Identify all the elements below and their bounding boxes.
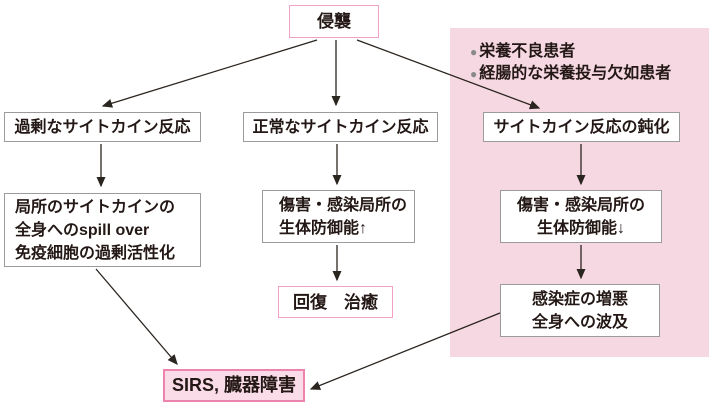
infection-worsening-box: 感染症の増悪 全身への波及 [500, 284, 660, 337]
arrow-root-to-left [101, 39, 318, 108]
box-line: 局所のサイトカインの [15, 198, 176, 216]
bullet-icon: ● [470, 67, 478, 81]
note-item: ● 栄養不良患者 [470, 41, 671, 63]
box-line: 傷害・感染局所の [279, 196, 408, 214]
box-line: 感染症の増悪 [531, 290, 628, 308]
box-line: 生体防御能↑ [279, 219, 368, 237]
arrow-left2-to-final [95, 268, 178, 365]
defense-down-box: 傷害・感染局所の 生体防御能↓ [500, 190, 662, 243]
box-label: サイトカイン反応の鈍化 [493, 118, 670, 136]
note-text: 経腸的な栄養投与欠如患者 [479, 65, 672, 82]
box-label: 回復 治癒 [293, 292, 378, 312]
box-line: 全身への波及 [531, 313, 628, 331]
note-text: 栄養不良患者 [479, 43, 576, 60]
normal-cytokine-box: 正常なサイトカイン反応 [243, 112, 438, 142]
invasion-box: 侵襲 [289, 5, 379, 38]
bullet-icon: ● [470, 45, 478, 59]
box-label: 正常なサイトカイン反応 [252, 118, 429, 136]
note-item: ● 経腸的な栄養投与欠如患者 [470, 63, 671, 85]
spillover-box: 局所のサイトカインの 全身へのspill over 免疫細胞の過剰活性化 [4, 193, 201, 267]
box-line: 傷害・感染局所の [516, 196, 645, 214]
arrow-root-to-right [356, 39, 541, 110]
box-line: 全身へのspill over [15, 221, 150, 239]
note-list: ● 栄養不良患者 ● 経腸的な栄養投与欠如患者 [470, 41, 671, 85]
invasion-label: 侵襲 [317, 12, 351, 31]
box-label: 過剰なサイトカイン反応 [14, 118, 191, 136]
arrow-right3-to-final [309, 312, 501, 390]
recovery-box: 回復 治癒 [278, 286, 393, 318]
excessive-cytokine-box: 過剰なサイトカイン反応 [4, 112, 201, 142]
blunted-cytokine-box: サイトカイン反応の鈍化 [483, 112, 680, 142]
defense-up-box: 傷害・感染局所の 生体防御能↑ [262, 190, 415, 243]
box-line: 免疫細胞の過剰活性化 [15, 244, 176, 262]
box-label: SIRS, 臓器障害 [171, 375, 296, 395]
box-line: 生体防御能↓ [536, 219, 625, 237]
sirs-box: SIRS, 臓器障害 [163, 369, 305, 402]
